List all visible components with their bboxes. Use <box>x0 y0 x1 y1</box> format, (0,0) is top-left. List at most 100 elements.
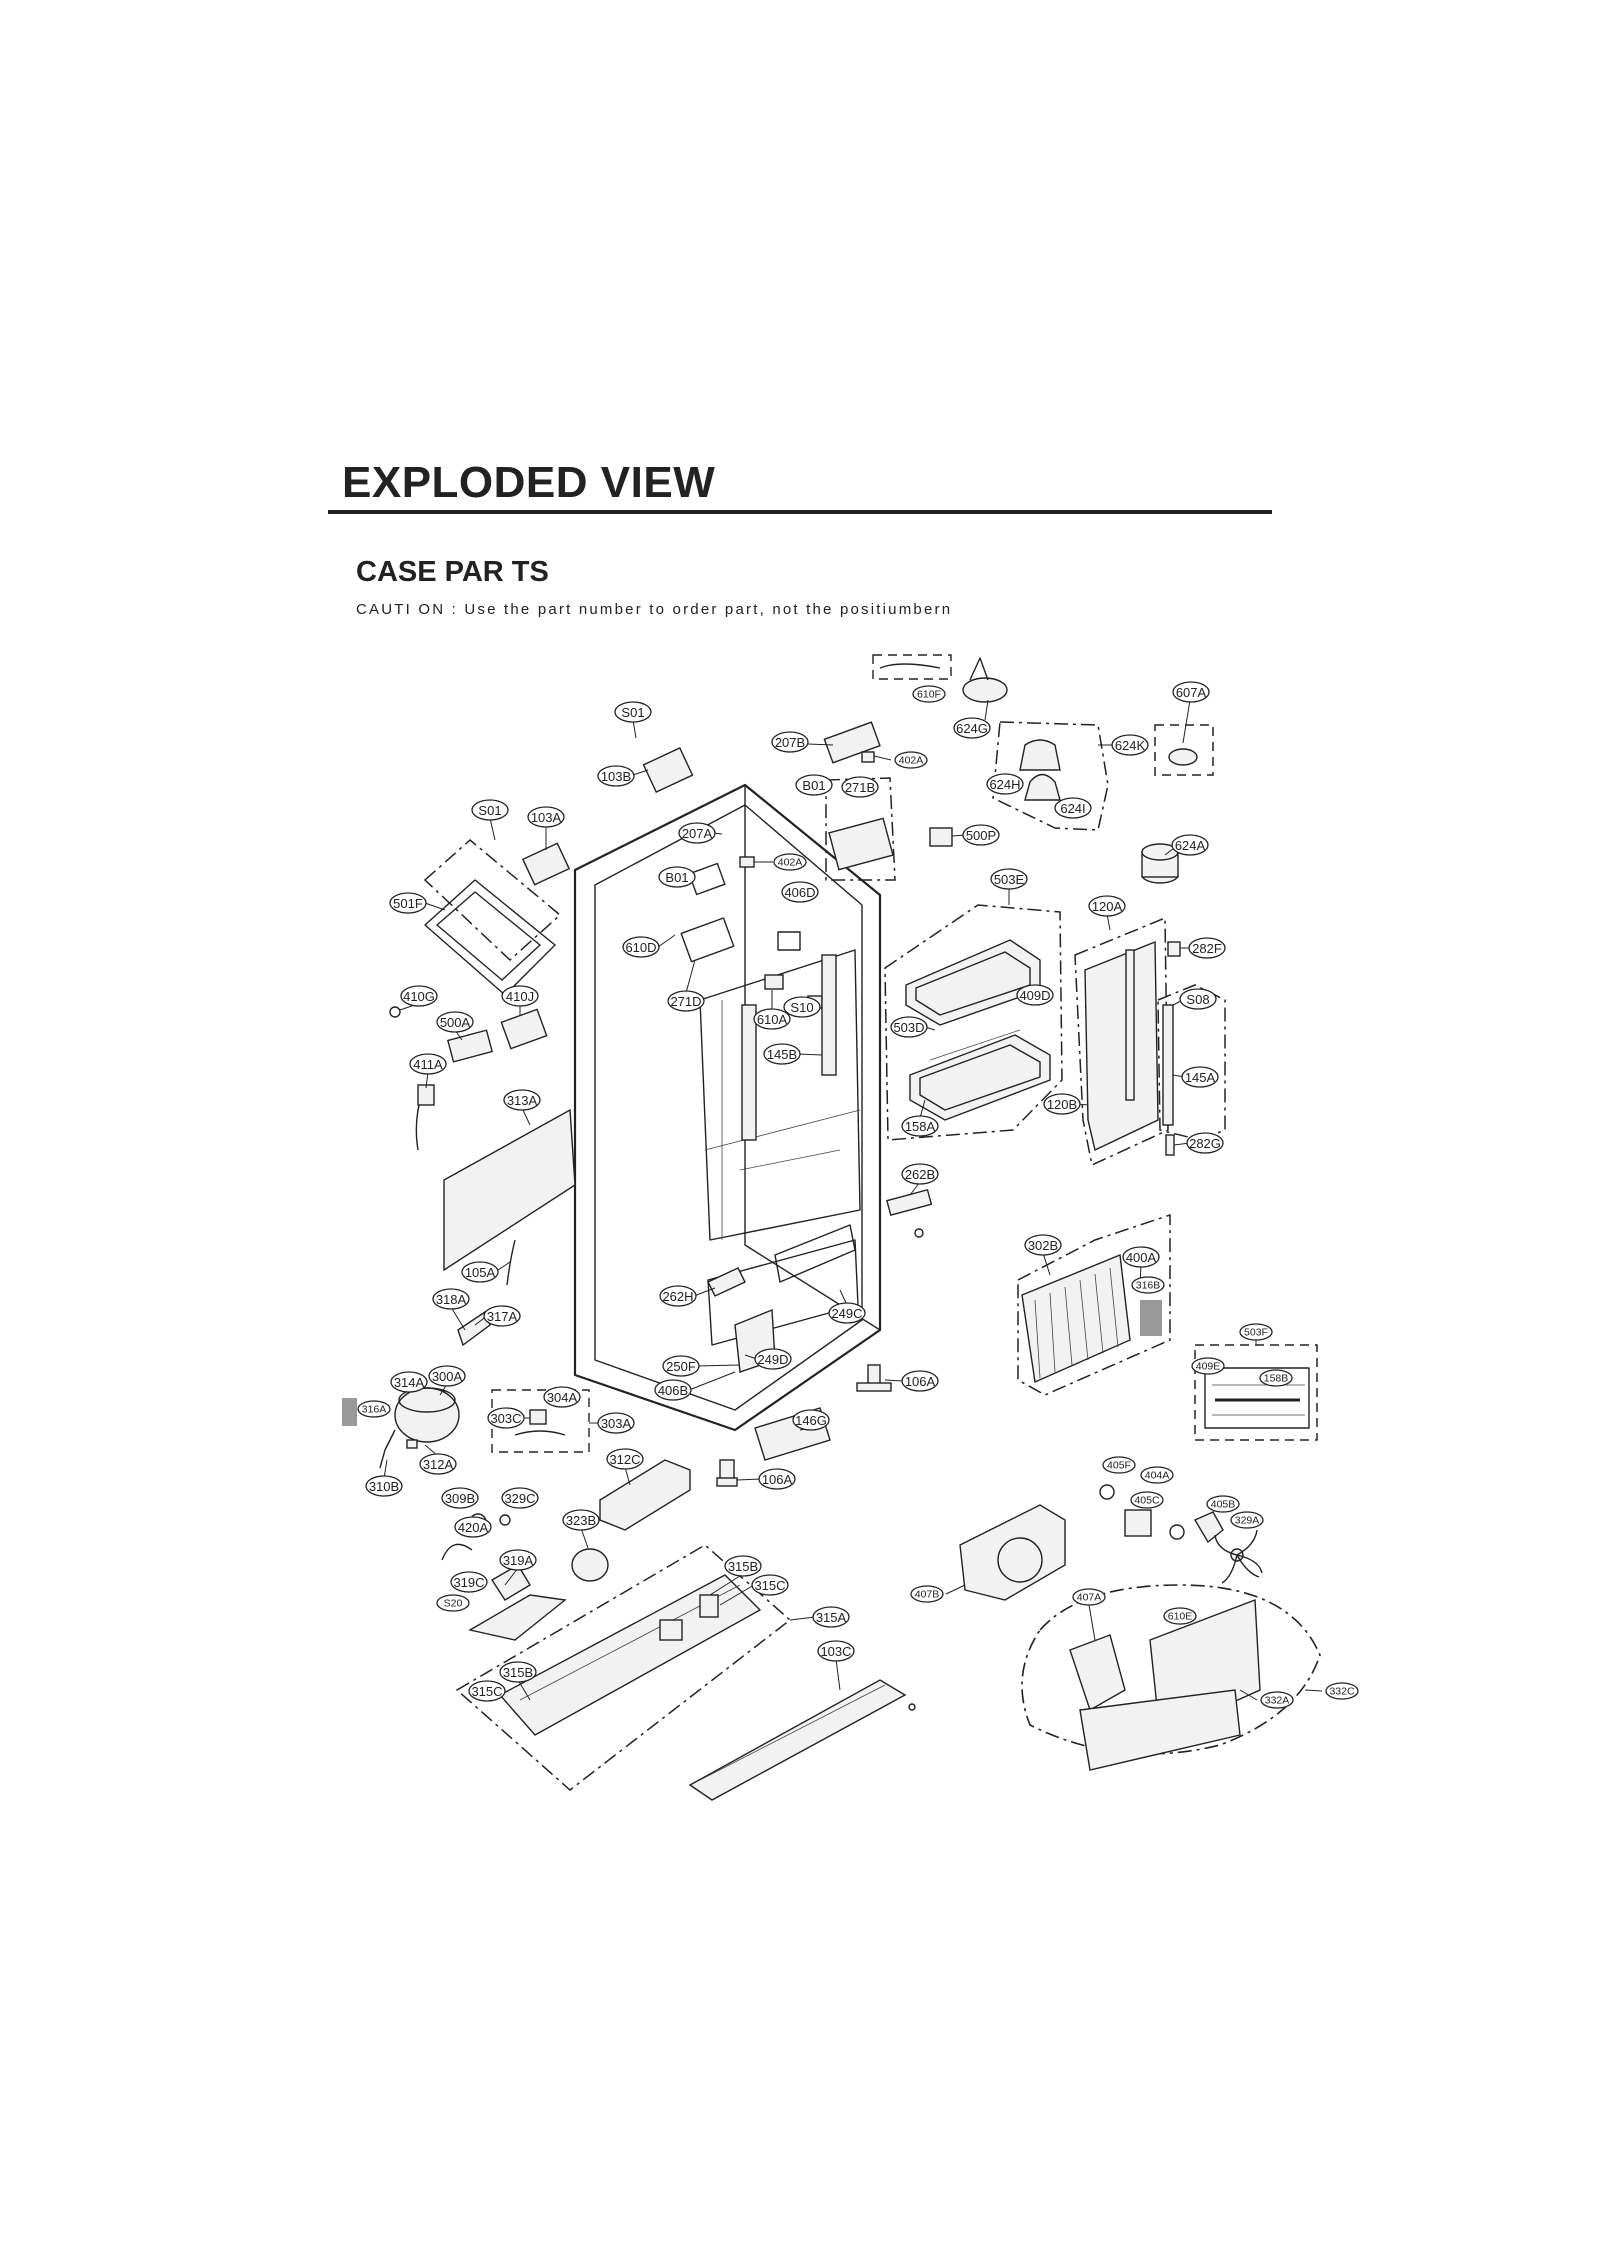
part-callout-120a: 120A <box>1088 895 1126 917</box>
callout-text: 145A <box>1185 1070 1216 1085</box>
compressor <box>342 1387 590 1469</box>
callout-bubble <box>1163 1607 1197 1625</box>
callout-text: 323B <box>566 1513 596 1528</box>
callout-text: 610D <box>625 940 656 955</box>
callout-text: 106A <box>762 1472 793 1487</box>
callout-bubble <box>1239 1323 1273 1341</box>
callout-bubble <box>1043 1093 1081 1115</box>
callout-text: 316A <box>362 1404 387 1416</box>
callout-bubble <box>468 1680 506 1702</box>
callout-text: 158A <box>905 1119 936 1134</box>
caution-note: CAUTI ON : Use the part number to order … <box>356 601 953 618</box>
part-callout-312a: 312A <box>419 1453 457 1475</box>
callout-text: 315B <box>503 1665 533 1680</box>
part-callout-207a: 207A <box>678 822 716 844</box>
callout-bubble <box>1172 681 1210 703</box>
callout-text: 332C <box>1329 1686 1355 1698</box>
callout-text: 103C <box>820 1644 851 1659</box>
callout-bubble <box>781 881 819 903</box>
callout-text: 103A <box>531 810 562 825</box>
callout-bubble <box>499 1549 537 1571</box>
part-callout-610e: 610E <box>1163 1607 1197 1625</box>
crisper-drawers <box>884 904 1063 1141</box>
callout-text: 282F <box>1192 941 1222 956</box>
callout-text: 271B <box>845 780 875 795</box>
callout-text: 610E <box>1168 1611 1193 1623</box>
callout-text: 318A <box>436 1292 467 1307</box>
part-callout-500p: 500P <box>962 824 1000 846</box>
callout-text: S08 <box>1186 992 1209 1007</box>
callout-text: 303C <box>490 1411 521 1426</box>
part-callout-312c: 312C <box>606 1448 644 1470</box>
part-callout-402a: 402A <box>773 853 807 871</box>
callout-text: 402A <box>899 755 924 767</box>
callout-bubble <box>483 1305 521 1327</box>
callout-text: B01 <box>802 778 825 793</box>
callout-text: 271D <box>670 994 701 1009</box>
part-callout-624i: 624I <box>1054 797 1092 819</box>
callout-text: 407A <box>1077 1592 1102 1604</box>
callout-bubble <box>890 1016 928 1038</box>
callout-text: 249C <box>831 1306 862 1321</box>
part-callout-b01: B01 <box>658 866 696 888</box>
callout-text: 624H <box>989 777 1020 792</box>
callout-text: 405B <box>1211 1499 1236 1511</box>
evaporator <box>1017 1213 1171 1396</box>
part-callout-249c: 249C <box>828 1302 866 1324</box>
callout-bubble <box>436 1011 474 1033</box>
part-callout-282g: 282G <box>1186 1132 1224 1154</box>
callout-bubble <box>990 868 1028 890</box>
part-callout-s10: S10 <box>783 996 821 1018</box>
part-callout-314a: 314A <box>390 1371 428 1393</box>
part-callout-329c: 329C <box>501 1487 539 1509</box>
callout-text: 309B <box>445 1491 475 1506</box>
callout-bubble <box>606 1448 644 1470</box>
callout-text: 405C <box>1134 1495 1160 1507</box>
part-callout-106a: 106A <box>758 1468 796 1490</box>
part-callout-405b: 405B <box>1206 1495 1240 1513</box>
callout-bubble <box>763 1043 801 1065</box>
part-callout-120b: 120B <box>1043 1093 1081 1115</box>
callout-bubble <box>962 824 1000 846</box>
part-callout-207b: 207B <box>771 731 809 753</box>
callout-text: 317A <box>487 1309 518 1324</box>
part-callout-s20: S20 <box>436 1594 470 1612</box>
part-callout-610a: 610A <box>753 1008 791 1030</box>
callout-text: 624G <box>956 721 988 736</box>
part-callout-103a: 103A <box>527 806 565 828</box>
callout-bubble <box>1171 834 1209 856</box>
callout-bubble <box>1072 1588 1106 1606</box>
callout-text: 407B <box>915 1589 940 1601</box>
callout-bubble <box>499 1661 537 1683</box>
callout-text: 103B <box>601 769 631 784</box>
part-callout-405f: 405F <box>1102 1456 1136 1474</box>
callout-bubble <box>432 1288 470 1310</box>
part-callout-304a: 304A <box>543 1386 581 1408</box>
callout-bubble <box>419 1453 457 1475</box>
part-callout-303a: 303A <box>597 1412 635 1434</box>
part-callout-409e: 409E <box>1191 1357 1225 1375</box>
callout-text: 315C <box>754 1578 785 1593</box>
callout-text: 624K <box>1115 738 1146 753</box>
callout-text: 410J <box>506 989 534 1004</box>
part-callout-610f: 610F <box>912 685 946 703</box>
callout-bubble <box>773 853 807 871</box>
callout-text: 146G <box>795 1413 827 1428</box>
callout-text: 402A <box>778 857 803 869</box>
callout-bubble <box>597 765 635 787</box>
part-callout-315c: 315C <box>751 1574 789 1596</box>
base-parts <box>441 1459 916 1801</box>
callout-bubble <box>614 701 652 723</box>
callout-text: 316B <box>1136 1280 1161 1292</box>
callout-bubble <box>783 996 821 1018</box>
callout-text: 503F <box>1244 1327 1268 1339</box>
callout-bubble <box>841 776 879 798</box>
part-callout-317a: 317A <box>483 1305 521 1327</box>
callout-bubble <box>1179 988 1217 1010</box>
part-callout-411a: 411A <box>409 1053 447 1075</box>
part-callout-262h: 262H <box>659 1285 697 1307</box>
callout-bubble <box>662 1355 700 1377</box>
callout-bubble <box>754 1348 792 1370</box>
part-callout-329a: 329A <box>1230 1511 1264 1529</box>
